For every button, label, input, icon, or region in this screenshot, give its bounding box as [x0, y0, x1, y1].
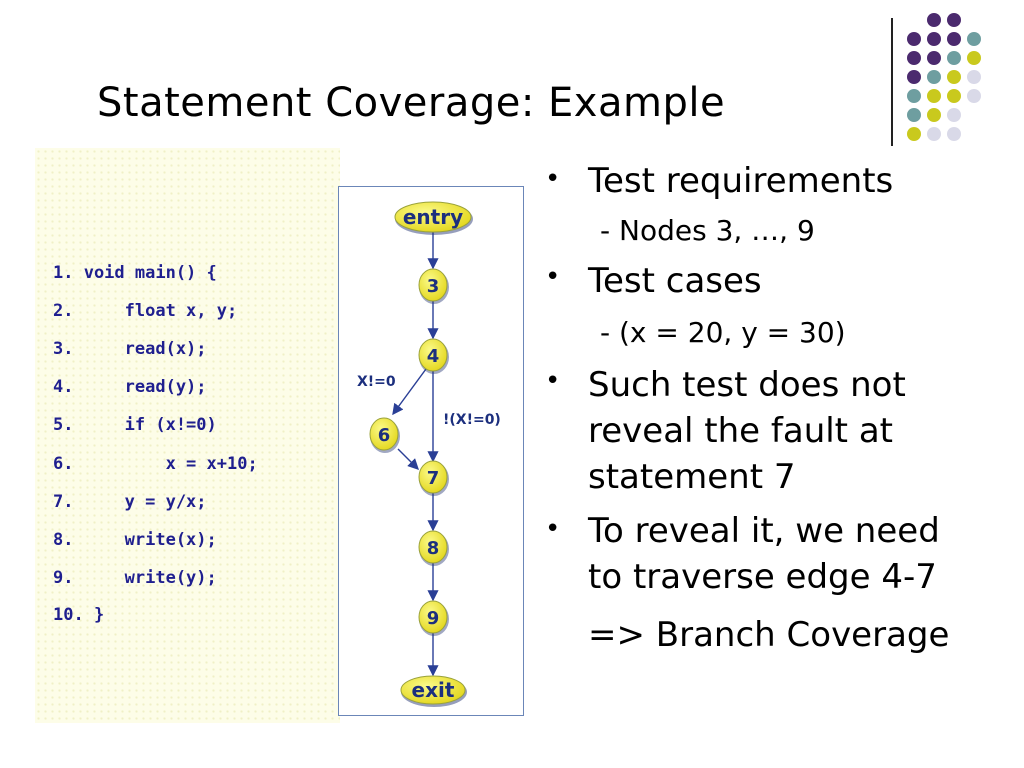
node-9: 9	[418, 600, 449, 636]
svg-text:8: 8	[427, 538, 440, 559]
bullet-test-requirements: Test requirements	[588, 161, 894, 201]
decorative-dot	[927, 70, 941, 84]
decorative-dot	[927, 32, 941, 46]
bullet-reveal-line1: To reveal it, we need	[588, 511, 940, 551]
decorative-dot	[947, 108, 961, 122]
decorative-dot	[947, 70, 961, 84]
svg-text:7: 7	[427, 468, 440, 489]
decorative-dot	[927, 51, 941, 65]
edge-label-false: !(X!=0)	[443, 412, 501, 428]
svg-text:4: 4	[427, 346, 440, 367]
code-line: 10. }	[53, 605, 105, 625]
code-line: 2. float x, y;	[53, 301, 238, 321]
code-line: 7. y = y/x;	[53, 492, 207, 512]
title-divider	[891, 18, 893, 146]
decorative-dot	[927, 127, 941, 141]
decorative-dot	[947, 127, 961, 141]
code-line: 5. if (x!=0)	[53, 415, 217, 435]
svg-text:entry: entry	[403, 205, 463, 229]
code-panel: 1. void main() { 2. float x, y; 3. read(…	[35, 148, 340, 723]
sub-bullet-case: - (x = 20, y = 30)	[600, 316, 846, 349]
bullet-branch-coverage: => Branch Coverage	[588, 615, 950, 655]
bullet-marker: •	[545, 366, 561, 396]
node-entry: entry	[394, 201, 473, 235]
decorative-dot	[927, 89, 941, 103]
slide-title: Statement Coverage: Example	[97, 80, 726, 126]
decorative-dot	[967, 51, 981, 65]
svg-text:6: 6	[378, 425, 391, 446]
control-flow-graph: X!=0 !(X!=0) entry 3 4 6 7 8 9 exit	[357, 201, 501, 707]
node-7: 7	[418, 460, 449, 496]
node-4: 4	[418, 338, 449, 374]
decorative-dot	[947, 13, 961, 27]
bullet-marker: •	[545, 164, 561, 194]
decorative-dot-grid	[905, 11, 1015, 151]
bullet-such-test-line3: statement 7	[588, 457, 796, 497]
decorative-dot	[907, 89, 921, 103]
code-line: 1. void main() {	[53, 263, 217, 283]
node-3: 3	[418, 268, 449, 304]
bullet-such-test-line1: Such test does not	[588, 365, 906, 405]
code-line: 4. read(y);	[53, 377, 207, 397]
node-exit: exit	[400, 675, 467, 707]
node-8: 8	[418, 530, 449, 566]
edge-label-true: X!=0	[357, 374, 396, 390]
edge-6-7	[397, 448, 419, 470]
bullet-test-cases: Test cases	[588, 261, 762, 301]
decorative-dot	[947, 32, 961, 46]
decorative-dot	[967, 89, 981, 103]
svg-text:3: 3	[427, 276, 440, 297]
decorative-dot	[967, 70, 981, 84]
svg-text:exit: exit	[412, 678, 455, 702]
decorative-dot	[907, 51, 921, 65]
code-line: 8. write(x);	[53, 530, 217, 550]
decorative-dot	[907, 108, 921, 122]
decorative-dot	[907, 32, 921, 46]
decorative-dot	[967, 32, 981, 46]
code-line: 3. read(x);	[53, 339, 207, 359]
bullet-reveal-line2: to traverse edge 4-7	[588, 557, 937, 597]
sub-bullet-nodes: - Nodes 3, …, 9	[600, 214, 815, 247]
node-6: 6	[369, 417, 400, 453]
svg-text:9: 9	[427, 608, 440, 629]
bullet-such-test-line2: reveal the fault at	[588, 411, 893, 451]
code-line: 6. x = x+10;	[53, 454, 258, 474]
decorative-dot	[927, 108, 941, 122]
code-line: 9. write(y);	[53, 568, 217, 588]
bullet-marker: •	[545, 262, 561, 292]
decorative-dot	[947, 51, 961, 65]
bullet-marker: •	[545, 514, 561, 544]
decorative-dot	[907, 70, 921, 84]
edge-4-6	[392, 368, 427, 416]
decorative-dot	[907, 127, 921, 141]
decorative-dot	[927, 13, 941, 27]
decorative-dot	[947, 89, 961, 103]
